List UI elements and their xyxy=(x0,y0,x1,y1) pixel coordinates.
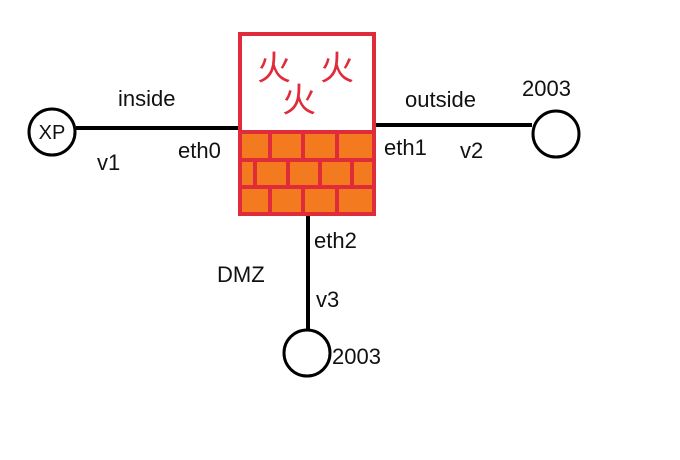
v1-label: v1 xyxy=(97,150,120,175)
v3-label: v3 xyxy=(316,287,339,312)
xp-node: XP xyxy=(27,107,77,157)
outside-zone-label: outside xyxy=(405,87,476,112)
dmz-host-node xyxy=(282,328,332,378)
fire-glyph-2: 火 xyxy=(320,49,354,89)
eth2-label: eth2 xyxy=(314,228,357,253)
fire-glyph-1: 火 xyxy=(257,49,291,89)
xp-node-label: XP xyxy=(39,122,66,144)
outside-host-label: 2003 xyxy=(522,76,571,101)
inside-zone-label: inside xyxy=(118,86,175,111)
v2-label: v2 xyxy=(460,138,483,163)
outside-host-node xyxy=(531,109,581,159)
dmz-host-label: 2003 xyxy=(332,344,381,369)
eth0-label: eth0 xyxy=(178,138,221,163)
dmz-zone-label: DMZ xyxy=(217,262,265,287)
eth1-label: eth1 xyxy=(384,135,427,160)
firewall-top-panel xyxy=(238,32,376,134)
firewall-icon: 火 火 火 xyxy=(238,32,376,216)
brick-wall xyxy=(238,130,376,216)
fire-glyph-3: 火 xyxy=(282,81,316,121)
